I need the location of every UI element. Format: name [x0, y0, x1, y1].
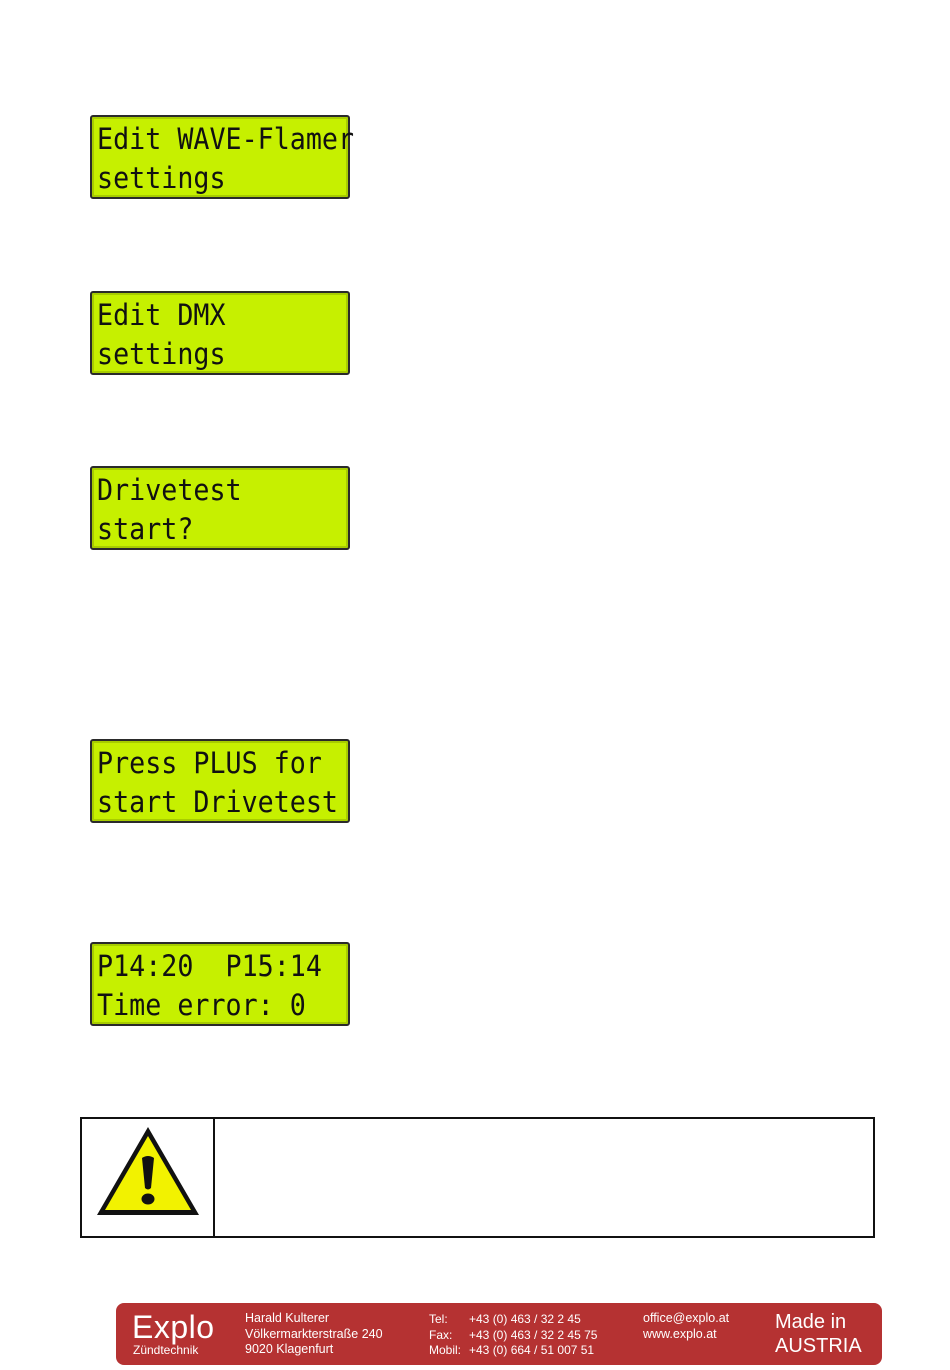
address-line: Harald Kulterer	[245, 1311, 330, 1325]
address-line: 9020 Klagenfurt	[245, 1342, 334, 1356]
lcd-line-1: Drivetest	[97, 473, 242, 507]
made-in-line: Made in	[775, 1311, 847, 1333]
warning-icon-cell	[82, 1119, 215, 1236]
lcd-line-1: Press PLUS for	[97, 746, 322, 780]
contact-row-fax: Fax: +43 (0) 463 / 32 2 45 75	[429, 1328, 597, 1344]
lcd-screen-time-error: P14:20 P15:14 Time error: 0	[90, 942, 350, 1026]
made-in-badge: Made in AUSTRIA	[775, 1310, 862, 1358]
made-in-country: AUSTRIA	[775, 1335, 862, 1357]
lcd-line-2: start Drivetest	[97, 785, 338, 819]
warning-box	[80, 1117, 875, 1238]
warning-triangle-icon	[97, 1127, 199, 1215]
website-link[interactable]: www.explo.at	[643, 1326, 717, 1341]
brand-subtitle: Zündtechnik	[133, 1343, 199, 1357]
brand-logo: Explo	[132, 1309, 215, 1345]
lcd-line-2: start?	[97, 512, 194, 546]
lcd-line-2: settings	[97, 337, 226, 371]
lcd-screen-wave-flamer: Edit WAVE-Flamer settings	[90, 115, 354, 199]
lcd-line-1: Edit DMX	[97, 298, 226, 332]
lcd-line-2: Time error: 0	[97, 988, 306, 1022]
lcd-line-1: P14:20 P15:14	[97, 949, 322, 983]
contact-label: Fax:	[429, 1327, 453, 1342]
email-link[interactable]: office@explo.at	[643, 1311, 730, 1325]
contact-block: Tel: +43 (0) 463 / 32 2 45 Fax: +43 (0) …	[429, 1312, 597, 1359]
address-block: Harald Kulterer Völkermarkterstraße 240 …	[245, 1311, 383, 1358]
contact-value: +43 (0) 463 / 32 2 45	[469, 1312, 581, 1326]
footer-banner: Explo Zündtechnik Harald Kulterer Völker…	[116, 1303, 882, 1365]
contact-row-tel: Tel: +43 (0) 463 / 32 2 45	[429, 1312, 597, 1328]
lcd-screen-press-plus: Press PLUS for start Drivetest	[90, 739, 350, 823]
lcd-screen-drivetest: Drivetest start?	[90, 466, 350, 550]
lcd-screen-dmx: Edit DMX settings	[90, 291, 350, 375]
address-line: Völkermarkterstraße 240	[245, 1326, 383, 1341]
contact-value: +43 (0) 463 / 32 2 45 75	[469, 1327, 598, 1342]
contact-value: +43 (0) 664 / 51 007 51	[469, 1343, 595, 1357]
web-block: office@explo.at www.explo.at	[643, 1311, 729, 1342]
contact-label: Tel:	[429, 1312, 448, 1326]
lcd-line-1: Edit WAVE-Flamer	[97, 122, 355, 156]
lcd-line-2: settings	[97, 161, 226, 195]
contact-label: Mobil:	[429, 1343, 462, 1357]
contact-row-mobil: Mobil: +43 (0) 664 / 51 007 51	[429, 1343, 597, 1359]
